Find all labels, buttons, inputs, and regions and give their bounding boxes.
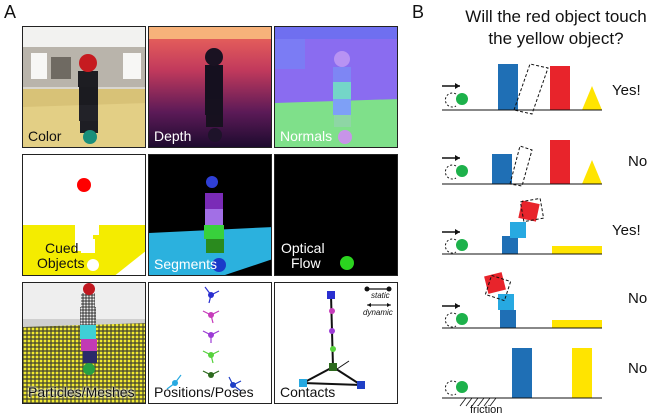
panel-b-letter: B bbox=[412, 2, 425, 22]
answer-row-2: No bbox=[628, 153, 648, 170]
panel-a-letter: A bbox=[4, 2, 17, 22]
tile-particles-meshes: Particles/Meshes bbox=[22, 282, 146, 404]
answer-row-1: Yes! bbox=[612, 82, 641, 99]
contacts-legend-dynamic: dynamic bbox=[363, 308, 393, 317]
tile-contacts-label: Contacts bbox=[280, 384, 336, 400]
answer-row-4: No bbox=[628, 290, 648, 307]
stimulus-row-1 bbox=[442, 63, 602, 115]
particles-render bbox=[23, 283, 145, 403]
tile-segments: Segments bbox=[148, 154, 272, 276]
segments-render bbox=[149, 155, 271, 275]
positions-render bbox=[149, 283, 271, 403]
tile-depth-label: Depth bbox=[154, 128, 192, 144]
tile-positions-poses: Positions/Poses bbox=[148, 282, 272, 404]
color-render bbox=[23, 27, 145, 147]
cued-objects-label-line2: Objects bbox=[37, 255, 85, 271]
cued-objects-render bbox=[23, 155, 145, 275]
stimuli-diagram bbox=[442, 63, 602, 407]
tile-normals: Normals bbox=[274, 26, 398, 148]
tile-normals-label: Normals bbox=[280, 128, 333, 144]
question-text: Will the red object touch the yellow obj… bbox=[448, 6, 664, 50]
optical-flow-render bbox=[275, 155, 397, 275]
friction-label: friction bbox=[470, 404, 503, 416]
stimulus-row-3 bbox=[442, 197, 602, 255]
contacts-render bbox=[275, 283, 397, 403]
tile-cued-objects: Cued Objects bbox=[22, 154, 146, 276]
stimulus-row-2 bbox=[442, 140, 602, 187]
normals-render bbox=[275, 27, 397, 147]
stimulus-row-4 bbox=[442, 272, 602, 329]
tile-positions-label: Positions/Poses bbox=[154, 384, 254, 400]
tile-optical-flow-label: Optical Flow bbox=[281, 241, 325, 271]
tile-particles-label: Particles/Meshes bbox=[28, 384, 135, 400]
tile-color: Color bbox=[22, 26, 146, 148]
tile-depth: Depth bbox=[148, 26, 272, 148]
answer-row-3: Yes! bbox=[612, 222, 641, 239]
optical-flow-label-line1: Optical bbox=[281, 240, 325, 256]
depth-render bbox=[149, 27, 271, 147]
cued-objects-label-line1: Cued bbox=[45, 240, 79, 256]
contacts-legend-static: static bbox=[371, 291, 390, 300]
stimulus-row-5 bbox=[442, 348, 602, 407]
optical-flow-label-line2: Flow bbox=[291, 255, 321, 271]
question-line1: Will the red object touch bbox=[465, 7, 647, 26]
tile-segments-label: Segments bbox=[154, 256, 218, 272]
tile-color-label: Color bbox=[28, 128, 62, 144]
question-line2: the yellow object? bbox=[488, 29, 624, 48]
tile-optical-flow: Optical Flow bbox=[274, 154, 398, 276]
tile-contacts: static dynamic Contacts bbox=[274, 282, 398, 404]
tile-cued-objects-label: Cued Objects bbox=[37, 241, 84, 271]
answer-row-5: No bbox=[628, 360, 648, 377]
